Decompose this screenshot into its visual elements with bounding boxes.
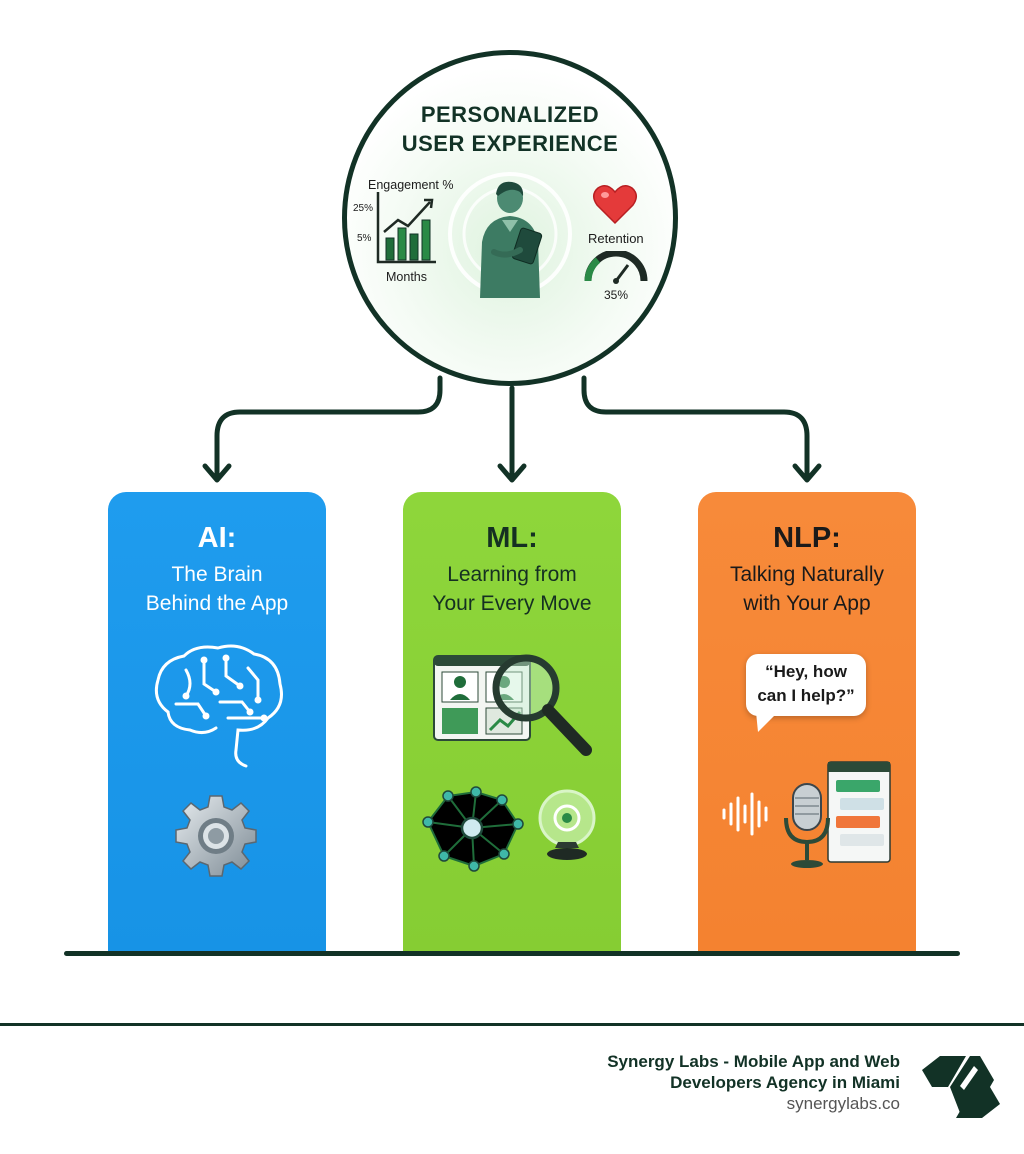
column-ai-subtitle: The Brain Behind the App: [116, 560, 318, 618]
person-with-tablet-icon: [448, 172, 572, 298]
footer-company-line1: Synergy Labs - Mobile App and Web: [607, 1052, 900, 1071]
column-ai-heading: AI:: [197, 522, 237, 554]
brain-circuit-icon: [154, 644, 283, 768]
column-ai-subtitle-line2: Behind the App: [145, 592, 289, 615]
hub-circle: [342, 50, 678, 386]
speech-bubble-text: “Hey, how can I help?”: [746, 660, 866, 708]
sound-wave-icon: [722, 792, 768, 836]
footer-company-line2: Developers Agency in Miami: [670, 1073, 900, 1092]
footer-url[interactable]: synergylabs.co: [786, 1094, 900, 1113]
speech-bubble-line2: can I help?”: [757, 686, 855, 705]
months-label: Months: [386, 270, 427, 284]
footer-divider: [0, 1023, 1024, 1026]
sensor-icon: [538, 789, 596, 860]
column-ml-subtitle-line2: Your Every Move: [432, 592, 592, 615]
tick-high: 25%: [353, 203, 374, 214]
neural-network-icon: [422, 786, 524, 872]
hub-title: PERSONALIZED USER EXPERIENCE: [342, 100, 678, 158]
speech-bubble-line1: “Hey, how: [765, 662, 847, 681]
retention-value: 35%: [604, 288, 629, 302]
column-nlp-subtitle-line2: with Your App: [743, 592, 871, 615]
bar-chart-icon: [376, 192, 436, 264]
chat-window-icon: [827, 761, 891, 863]
hub-title-line1: PERSONALIZED: [420, 102, 600, 127]
column-nlp-subtitle-line1: Talking Naturally: [729, 563, 885, 586]
gauge-icon: [584, 251, 648, 284]
synergy-labs-logo-icon: [922, 1056, 1000, 1118]
heart-icon: [593, 185, 637, 225]
speech-bubble-icon: [746, 654, 866, 716]
microphone-icon: [784, 783, 830, 868]
retention-label: Retention: [588, 231, 644, 246]
engagement-label: Engagement %: [368, 178, 454, 192]
magnifier-icon: [492, 654, 592, 756]
column-ml-heading: ML:: [486, 522, 538, 554]
column-ai-subtitle-line1: The Brain: [171, 563, 263, 586]
column-ml-subtitle: Learning from Your Every Move: [411, 560, 613, 618]
gear-icon: [175, 795, 257, 877]
baseline: [64, 951, 960, 956]
column-nlp: NLP: Talking Naturally with Your App: [698, 492, 916, 952]
hub-title-line2: USER EXPERIENCE: [401, 131, 619, 156]
speech-bubble-tail: [756, 712, 778, 732]
column-nlp-heading: NLP:: [773, 522, 841, 554]
column-nlp-subtitle: Talking Naturally with Your App: [706, 560, 908, 618]
tick-low: 5%: [357, 233, 372, 244]
column-ml-subtitle-line1: Learning from: [447, 563, 577, 586]
